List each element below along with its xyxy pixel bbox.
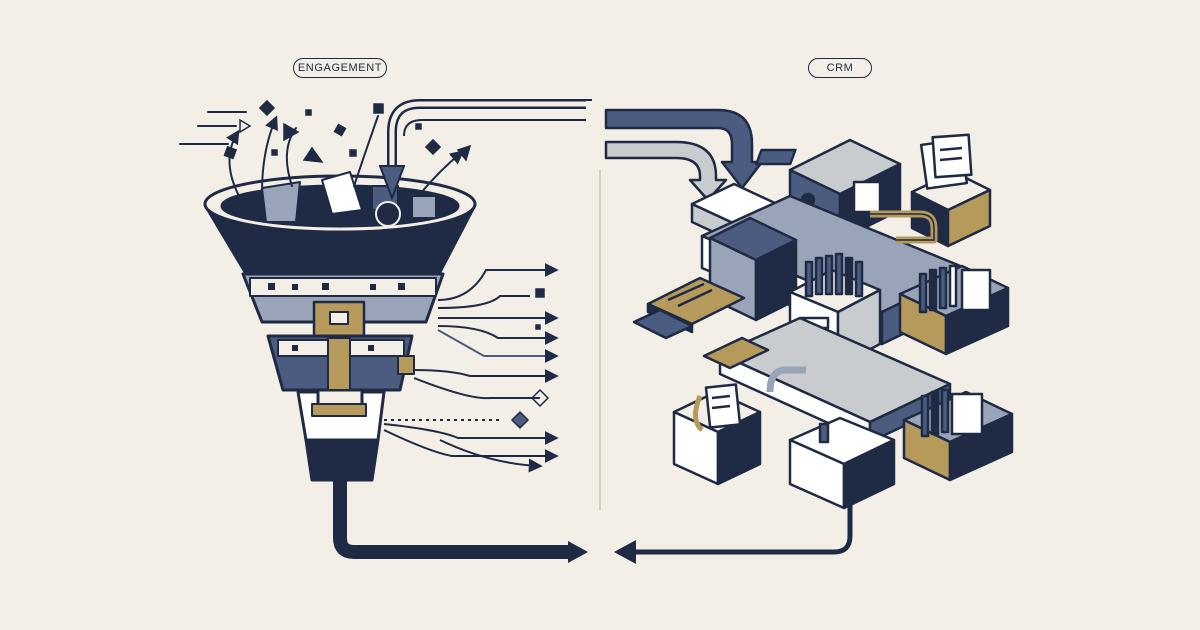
inflow-arrow-icon: [378, 99, 592, 201]
crm-return-arrow-icon: [614, 500, 853, 564]
data-particles: [223, 99, 472, 163]
segment-outputs: [383, 263, 559, 473]
funnel-icon: [203, 171, 588, 563]
crm-label: CRM: [808, 58, 872, 78]
crm-stack: [632, 133, 1014, 510]
funnel-output-pipe: [333, 478, 575, 559]
engagement-label: ENGAGEMENT: [293, 58, 387, 78]
